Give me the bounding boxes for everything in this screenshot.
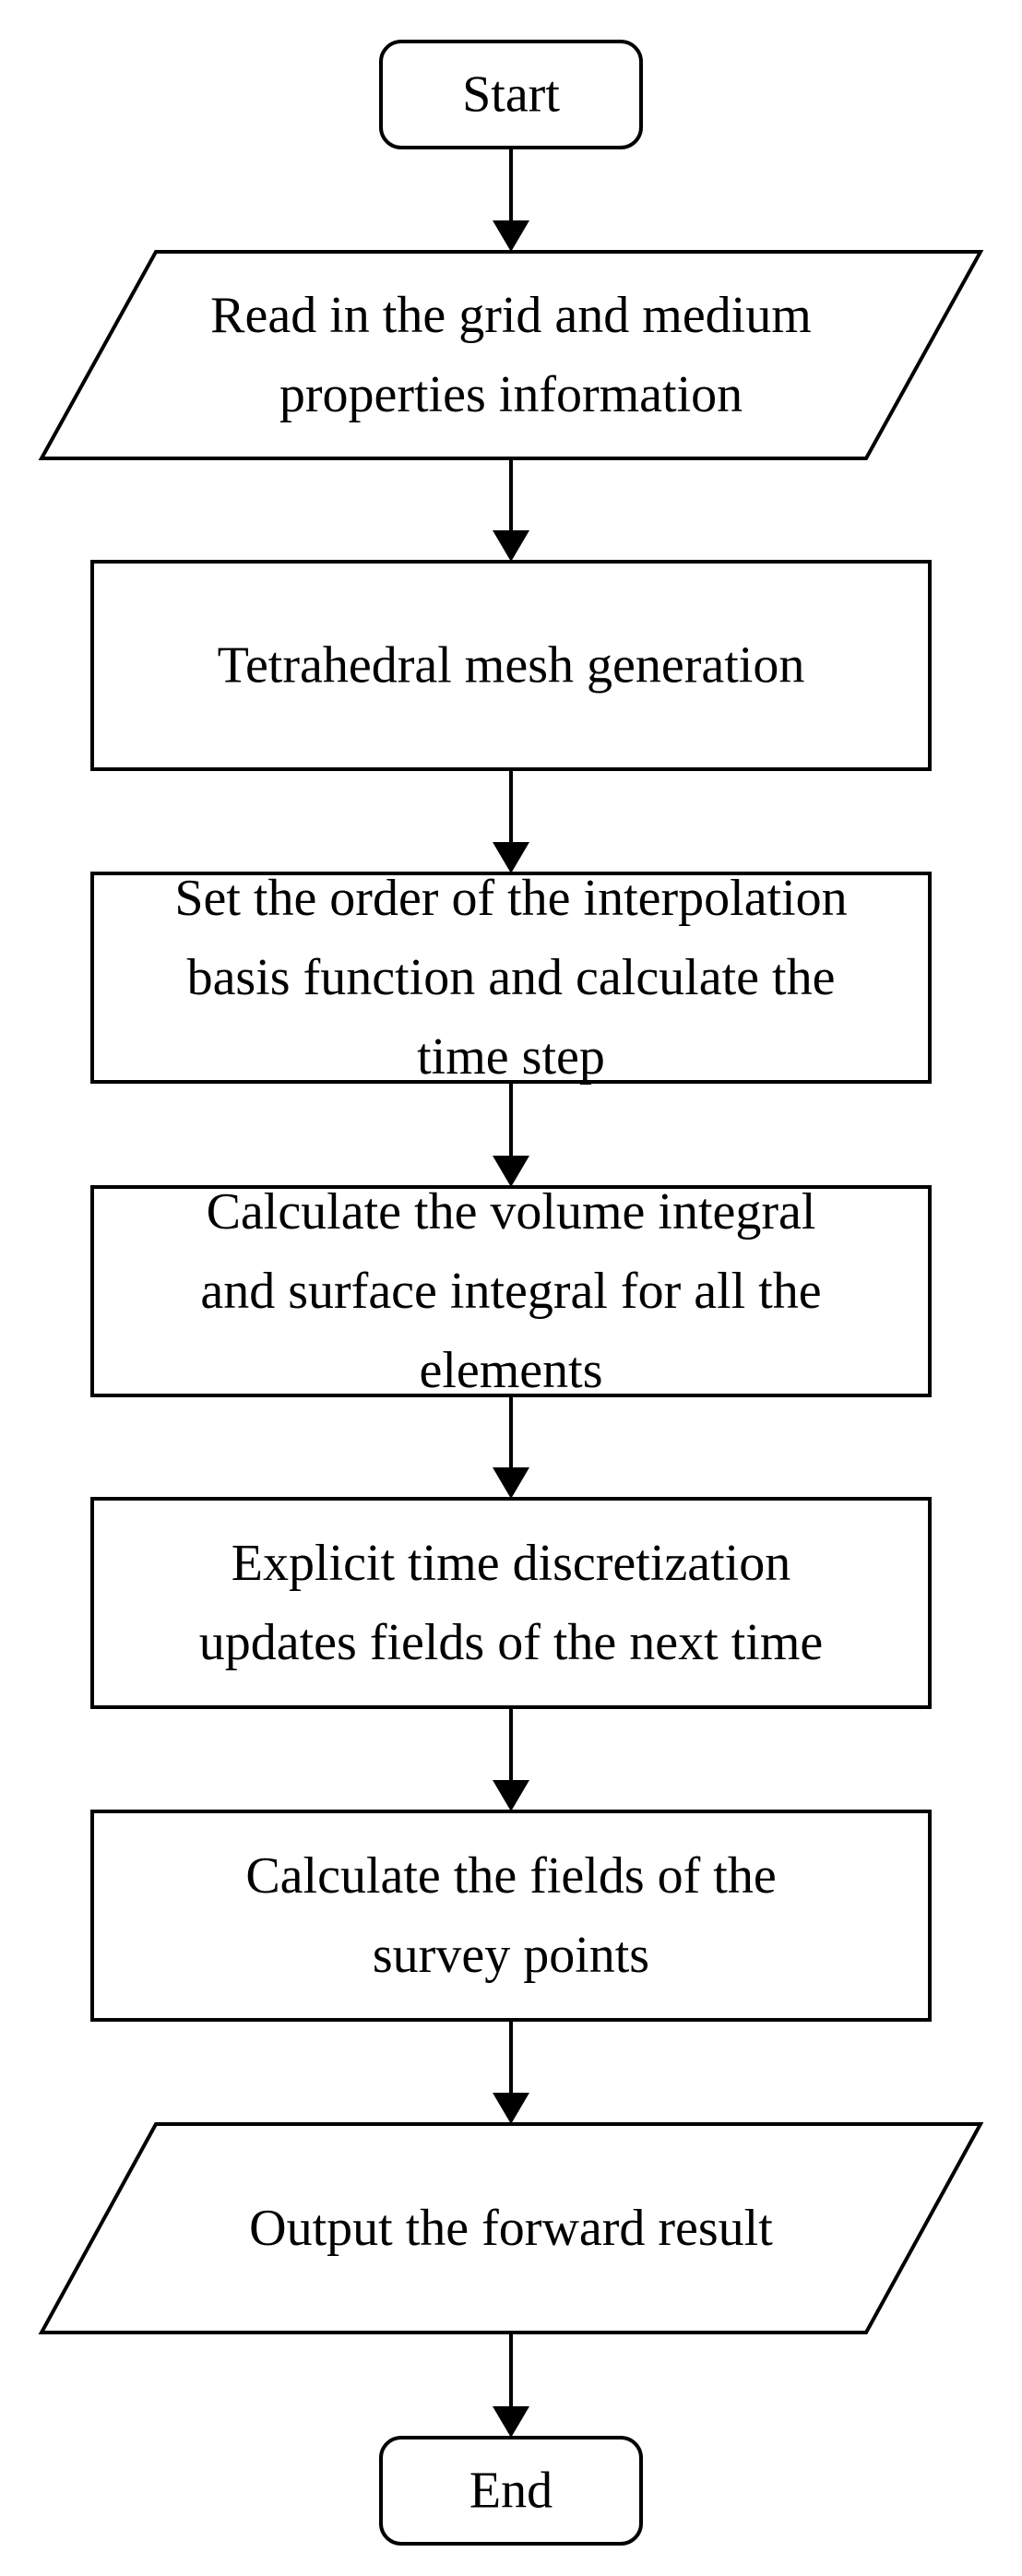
process-box-shape: [90, 872, 932, 1084]
terminal-shape: [379, 2436, 643, 2546]
arrowhead-icon: [493, 842, 529, 873]
edge-time-discretization-to-calc-survey: [493, 1707, 529, 1811]
node-start: Start: [379, 40, 643, 149]
node-label-line: Tetrahedral mesh generation: [218, 637, 805, 694]
node-label-line: Set the order of the interpolation: [174, 870, 847, 927]
node-label-line: survey points: [373, 1927, 649, 1984]
node-read-input: Read in the grid and medium properties in…: [38, 250, 984, 460]
node-label-line: Explicit time discretization: [232, 1535, 790, 1592]
arrowhead-icon: [493, 1780, 529, 1811]
io-parallelogram-shape: [38, 250, 984, 460]
node-label-line: Start: [462, 66, 560, 124]
arrowhead-icon: [493, 1467, 529, 1499]
node-label-line: Calculate the fields of the: [245, 1847, 776, 1905]
io-parallelogram-shape: [38, 2122, 984, 2334]
arrowhead-icon: [493, 1156, 529, 1187]
node-label-line: properties information: [279, 366, 743, 423]
node-label-line: Read in the grid and medium: [210, 287, 812, 344]
node-label-line: time step: [417, 1028, 605, 1086]
edge-output-result-to-end: [493, 2333, 529, 2438]
process-box-shape: [90, 1497, 932, 1709]
edge-read-input-to-mesh-generation: [493, 458, 529, 562]
edge-start-to-read-input: [493, 148, 529, 252]
node-label-line: basis function and calculate the: [187, 949, 836, 1006]
edges-layer: [493, 148, 529, 2438]
edge-calc-survey-to-output-result: [493, 2020, 529, 2124]
arrowhead-icon: [493, 2406, 529, 2438]
arrowhead-icon: [493, 530, 529, 562]
process-box-shape: [90, 1185, 932, 1397]
process-box-shape: [90, 1810, 932, 2022]
node-label-line: updates fields of the next time: [199, 1614, 823, 1671]
node-end: End: [379, 2436, 643, 2546]
node-label-line: elements: [419, 1342, 602, 1399]
node-label-line: Calculate the volume integral: [207, 1183, 816, 1241]
arrowhead-icon: [493, 2093, 529, 2124]
node-set-order: Set the order of the interpolation basis …: [90, 870, 932, 1086]
process-box-shape: [90, 560, 932, 771]
node-calc-survey: Calculate the fields of the survey points: [90, 1810, 932, 2022]
arrowhead-icon: [493, 220, 529, 252]
edge-mesh-generation-to-set-order: [493, 769, 529, 873]
node-label-line: End: [469, 2463, 553, 2520]
terminal-shape: [379, 40, 643, 149]
node-label-line: Output the forward result: [249, 2200, 773, 2257]
node-output-result: Output the forward result: [38, 2122, 984, 2334]
node-label-line: and surface integral for all the: [200, 1263, 821, 1320]
node-calc-integrals: Calculate the volume integral and surface…: [90, 1183, 932, 1399]
node-mesh-generation: Tetrahedral mesh generation: [90, 560, 932, 771]
edge-set-order-to-calc-integrals: [493, 1082, 529, 1187]
edge-calc-integrals-to-time-discretization: [493, 1395, 529, 1499]
node-time-discretization: Explicit time discretization updates fiel…: [90, 1497, 932, 1709]
